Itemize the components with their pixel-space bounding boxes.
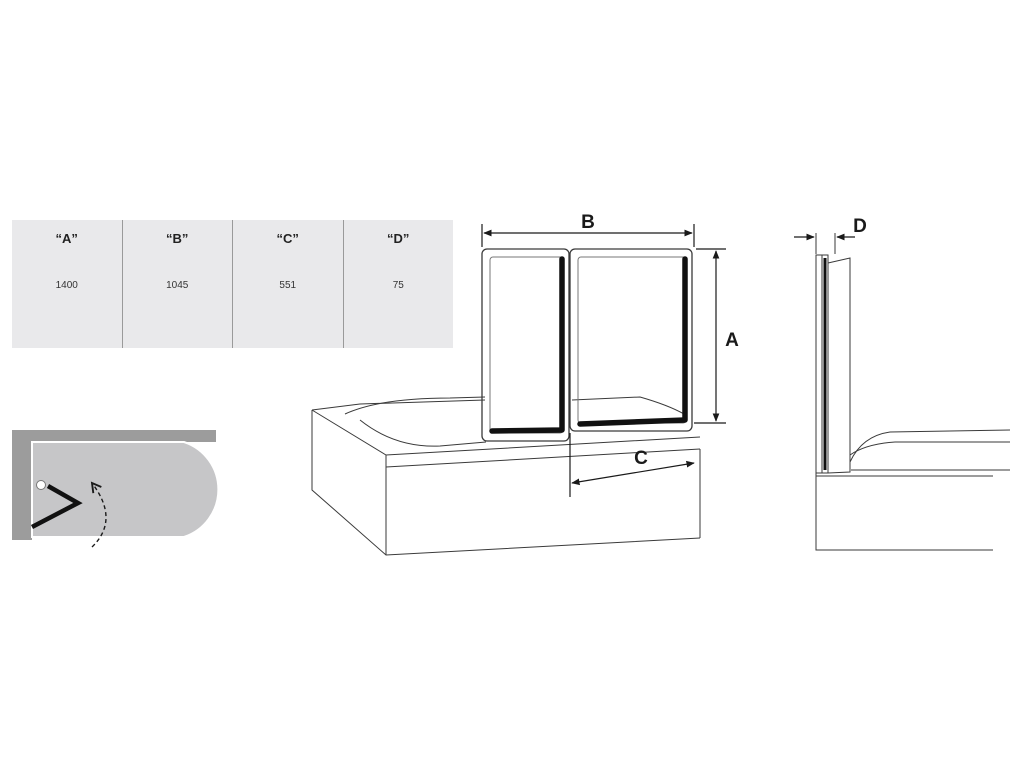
- dimension-column-c: “C” 551: [233, 220, 344, 348]
- perspective-view: [311, 248, 701, 556]
- bathtub-inner-rim: [344, 396, 486, 415]
- dimension-lines: [481, 224, 726, 497]
- right-panel-seal: [577, 256, 688, 427]
- label-b: B: [581, 212, 595, 233]
- screen-panel-left-frame: [481, 248, 570, 442]
- folded-panel-icon: [30, 484, 83, 529]
- side-view: [794, 233, 1011, 551]
- column-value-d: 75: [392, 280, 404, 291]
- side-tub-outline: [815, 473, 993, 551]
- bathtub-back-rim: [311, 399, 486, 411]
- screen-panel-right-glass: [577, 256, 687, 424]
- dim-c-line: [571, 460, 695, 486]
- column-header-a: “A”: [55, 231, 78, 246]
- dimension-column-a: “A” 1400: [12, 220, 123, 348]
- screen-seals: [489, 256, 688, 434]
- label-c: C: [634, 448, 648, 469]
- dimension-column-b: “B” 1045: [123, 220, 233, 348]
- side-panel-middle: [821, 254, 829, 474]
- side-tub-inner-curve: [849, 429, 1011, 463]
- side-panel-front: [827, 257, 851, 474]
- bathtub-basin-curve: [359, 419, 487, 447]
- bathtub-rear-rim: [571, 396, 685, 415]
- label-a: A: [725, 330, 739, 351]
- side-tub-inner-curve-2: [849, 441, 1010, 456]
- swing-direction-arrow: [90, 481, 107, 548]
- bathtub-top-edge-lower: [385, 448, 701, 468]
- dimension-column-d: “D” 75: [344, 220, 454, 348]
- label-d: D: [853, 216, 867, 237]
- top-view-schematic: [12, 430, 220, 548]
- left-panel-seal: [489, 256, 565, 434]
- column-value-c: 551: [279, 280, 297, 291]
- column-value-a: 1400: [55, 280, 78, 291]
- side-panel-back: [815, 254, 823, 474]
- screen-panel-right-frame: [569, 248, 693, 432]
- column-header-c: “C”: [276, 231, 299, 246]
- bathtub-front-panel: [311, 410, 701, 556]
- bathtub-top-view: [31, 441, 220, 538]
- screen-panel-left-glass: [489, 256, 564, 434]
- column-header-d: “D”: [387, 231, 410, 246]
- column-value-b: 1045: [166, 280, 189, 291]
- dimension-table: “A” 1400 “B” 1045 “C” 551 “D” 75: [12, 220, 453, 348]
- drain-icon: [36, 480, 46, 490]
- column-header-b: “B”: [166, 231, 189, 246]
